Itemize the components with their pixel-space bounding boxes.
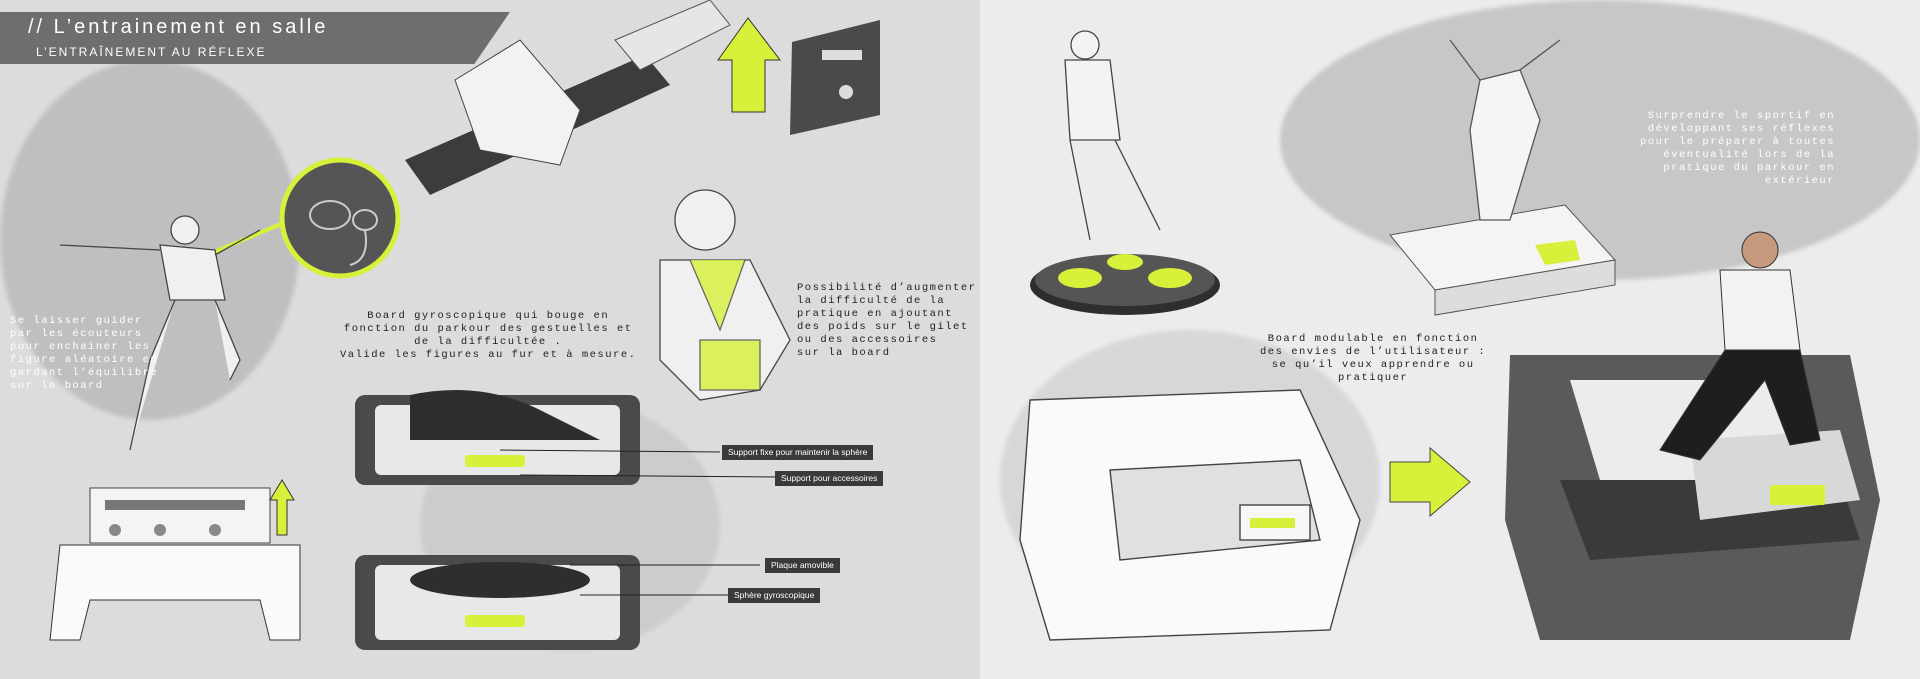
title-banner bbox=[0, 12, 510, 64]
hand-sketch bbox=[454, 39, 581, 166]
paint-splash bbox=[1280, 0, 1920, 280]
board-with-athlete-render bbox=[1030, 254, 1220, 315]
guide-text: Se laisser guider par les écouteurs pour… bbox=[10, 315, 159, 392]
callout-support-accessoires: Support pour accessoires bbox=[775, 471, 884, 486]
final-product-render bbox=[1505, 355, 1880, 640]
page-subtitle: L’ENTRAÎNEMENT AU RÉFLEXE bbox=[36, 45, 267, 59]
jumping-athlete-sketch bbox=[59, 215, 261, 451]
callout-plaque-amovible: Plaque amovible bbox=[765, 558, 840, 573]
gyro-board-render-bottom bbox=[355, 555, 640, 650]
gyro-board-render-top bbox=[355, 390, 640, 485]
handstand-athlete-sketch bbox=[1449, 39, 1561, 221]
gyro-board-text: Board gyroscopique qui bouge en fonction… bbox=[340, 310, 637, 361]
athlete-on-board-sketch bbox=[1064, 30, 1161, 241]
arrow-right-icon bbox=[1389, 446, 1471, 518]
page-title: // L’entrainement en salle bbox=[28, 16, 329, 38]
surprise-text: Surprendre le sportif en développant ses… bbox=[1640, 110, 1836, 187]
weights-text: Possibilité d’augmenter la difficulté de… bbox=[797, 282, 977, 359]
modular-frame-sketch bbox=[1019, 389, 1361, 641]
weighted-vest-athlete-sketch bbox=[659, 189, 791, 401]
arrow-up-icon bbox=[269, 479, 295, 536]
arrow-up-icon bbox=[717, 17, 782, 113]
earbud-detail-icon bbox=[199, 157, 401, 279]
callout-support-fixe: Support fixe pour maintenir la sphère bbox=[722, 445, 874, 460]
plate-accessory-sketch bbox=[790, 20, 880, 135]
modular-board-text: Board modulable en fonction des envies d… bbox=[1260, 333, 1487, 384]
athlete-photo-figure bbox=[1659, 231, 1821, 461]
step-board-sketch bbox=[1389, 204, 1616, 316]
callout-sphere-gyroscopique: Sphère gyroscopique bbox=[728, 588, 821, 603]
gyro-board-base-sketch bbox=[49, 487, 301, 641]
